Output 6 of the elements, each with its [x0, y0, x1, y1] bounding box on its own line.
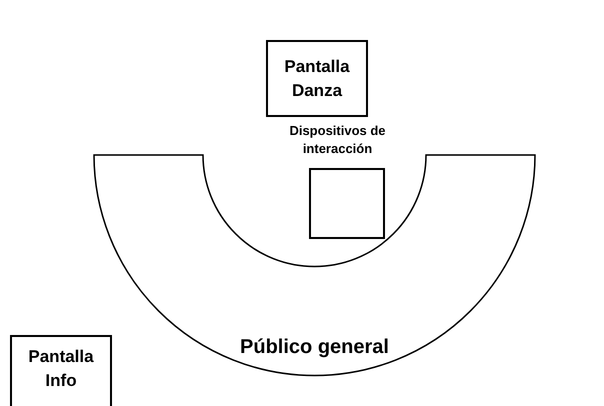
area-label: Público general: [239, 336, 390, 359]
screen-label: Pantalla Info: [27, 346, 95, 392]
screen-box: [10, 335, 112, 406]
device-label: Dispositivos de interacción: [288, 122, 387, 158]
screen-box: [266, 40, 368, 117]
screen-label: Pantalla Danza: [283, 56, 351, 102]
